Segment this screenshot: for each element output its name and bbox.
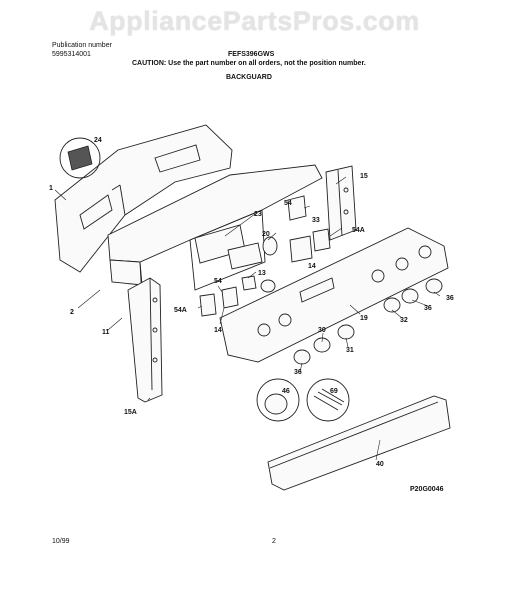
callout-14b: 14: [308, 263, 316, 270]
callout-36c: 36: [294, 369, 302, 376]
footer-page-number: 2: [272, 538, 276, 545]
leader-lines: [54, 176, 441, 461]
watermark: AppliancePartsPros.com: [89, 6, 420, 36]
callout-54a: 54: [284, 200, 292, 207]
callout-36b: 36: [424, 305, 432, 312]
callout-46: 46: [282, 388, 290, 395]
caution-note: CAUTION: Use the part number on all orde…: [132, 60, 366, 67]
components: [194, 195, 331, 317]
backguard-frame: [107, 164, 323, 301]
callout-54a-right: 54A: [352, 227, 365, 234]
callout-11: 11: [102, 329, 110, 336]
callout-36a: 36: [446, 295, 454, 302]
callout-15: 15: [360, 173, 368, 180]
knobs: [260, 278, 443, 365]
callout-24: 24: [94, 137, 102, 144]
callout-32: 32: [400, 317, 408, 324]
signal-light-inset: [59, 137, 101, 179]
callout-23: 23: [254, 211, 262, 218]
screw-inset: [306, 378, 350, 422]
callout-33: 33: [312, 217, 320, 224]
publication-number: 5995314001: [52, 51, 91, 58]
trim-strip: [267, 395, 451, 491]
callout-2: 2: [70, 309, 74, 316]
end-bracket-right: [325, 165, 357, 241]
callout-19: 19: [360, 315, 368, 322]
publication-label: Publication number: [52, 42, 112, 49]
callout-30: 30: [318, 327, 326, 334]
end-bracket-left: [127, 277, 163, 403]
callout-54b: 54: [214, 278, 222, 285]
rear-panel: [54, 124, 233, 273]
callout-31: 31: [346, 347, 354, 354]
callout-20: 20: [262, 231, 270, 238]
callout-labels: 1 2 11 13 14 14 15 15A 19 20 23 24 30 31…: [49, 137, 454, 468]
model-number: FEFS396GWS: [228, 51, 275, 58]
control-panel: [219, 227, 449, 363]
figure-code: P20G0046: [410, 486, 444, 493]
callout-1: 1: [49, 185, 53, 192]
callout-69: 69: [330, 388, 338, 395]
callout-13: 13: [258, 270, 266, 277]
section-title: BACKGUARD: [226, 74, 272, 81]
callout-15a: 15A: [124, 409, 137, 416]
callout-40: 40: [376, 461, 384, 468]
callout-14a: 14: [214, 327, 222, 334]
knob-inset: [256, 378, 300, 422]
footer-date: 10/99: [52, 538, 70, 545]
callout-54a-left: 54A: [174, 307, 187, 314]
